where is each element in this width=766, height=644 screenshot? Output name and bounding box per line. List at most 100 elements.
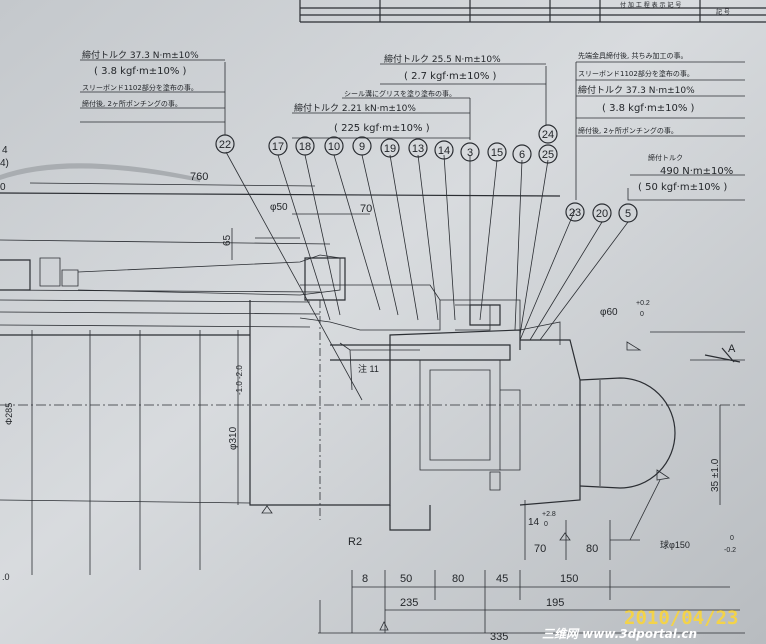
svg-text:締付トルク 25.5 N·m±10%: 締付トルク 25.5 N·m±10% <box>384 53 501 65</box>
title-block-text: 付 加 工 程 表 示 記 号 <box>620 1 681 9</box>
left-label-4: .0 <box>2 572 10 582</box>
balloon-19: 19 <box>380 138 400 158</box>
svg-text:19: 19 <box>384 143 396 155</box>
svg-text:( 3.8 kgf·m±10% ): ( 3.8 kgf·m±10% ) <box>602 103 695 114</box>
balloon-18: 18 <box>295 136 315 156</box>
dim-b45: 45 <box>496 573 508 585</box>
svg-text:10: 10 <box>328 141 340 153</box>
dim-80-low: 80 <box>586 543 598 555</box>
balloon-24: 24 <box>538 124 558 144</box>
note-item-5: 締付トルク 490 N·m±10% ( 50 kgf·m±10% ) <box>630 153 745 193</box>
note-item-19: シール溝にグリスを塗り塗布の事。 <box>342 89 470 99</box>
dim-b8: 8 <box>362 573 368 585</box>
dim-sphere-150: 球φ150 <box>660 539 690 550</box>
svg-text:締付トルク 37.3 N·m±10%: 締付トルク 37.3 N·m±10% <box>578 84 695 96</box>
left-label-0: 4 <box>2 145 8 156</box>
svg-text:22: 22 <box>219 139 231 151</box>
dim-b235: 235 <box>400 597 418 609</box>
svg-text:( 3.8 kgf·m±10% ): ( 3.8 kgf·m±10% ) <box>94 66 187 77</box>
note-item-22: 締付トルク 37.3 N·m±10% ( 3.8 kgf·m±10% ) スリー… <box>80 49 225 123</box>
svg-text:( 225 kgf·m±10% ): ( 225 kgf·m±10% ) <box>334 123 430 134</box>
svg-text:先端金具締付後, 共ちみ加工の事。: 先端金具締付後, 共ちみ加工の事。 <box>578 51 687 60</box>
svg-text:24: 24 <box>542 129 554 141</box>
dim-b335: 335 <box>490 631 508 643</box>
svg-text:スリーボンド1102部分を塗布の事。: スリーボンド1102部分を塗布の事。 <box>578 69 694 78</box>
note-item-23: 先端金具締付後, 共ちみ加工の事。 スリーボンド1102部分を塗布の事。 締付ト… <box>576 51 745 137</box>
svg-text:( 2.7 kgf·m±10% ): ( 2.7 kgf·m±10% ) <box>404 71 497 82</box>
dim-b150: 150 <box>560 573 578 585</box>
svg-text:490 N·m±10%: 490 N·m±10% <box>660 166 733 177</box>
dim-r2: R2 <box>348 536 362 548</box>
svg-text:17: 17 <box>272 141 284 153</box>
dim-phi310: φ310 <box>228 426 239 450</box>
svg-text:締付後, 2ヶ所ポンチングの事。: 締付後, 2ヶ所ポンチングの事。 <box>578 126 678 135</box>
balloon-23: 23 <box>565 202 585 222</box>
dim-phi60-tol: +0.2 <box>636 300 650 307</box>
dimension-lines <box>29 182 745 634</box>
title-block-mark: 記 号 <box>716 8 730 16</box>
dim-760: 760 <box>190 171 208 183</box>
svg-text:シール溝にグリスを塗り塗布の事。: シール溝にグリスを塗り塗布の事。 <box>344 89 456 98</box>
left-edge-labels: 4 4) 0 Φ285 .0 <box>0 145 14 582</box>
dim-sphere-150-tol: 0 <box>730 535 734 542</box>
dim-phi50: φ50 <box>270 202 288 213</box>
date-stamp: 2010/04/23 <box>624 607 738 629</box>
balloon-6: 6 <box>512 144 532 164</box>
svg-text:締付トルク 37.3 N·m±10%: 締付トルク 37.3 N·m±10% <box>82 49 199 61</box>
balloon-22: 22 <box>215 134 235 154</box>
svg-text:6: 6 <box>519 149 525 161</box>
svg-text:13: 13 <box>412 143 424 155</box>
balloon-13: 13 <box>408 138 428 158</box>
part-balloons: 22 17 18 10 9 19 13 14 3 15 6 25 24 23 2… <box>215 124 638 223</box>
svg-text:20: 20 <box>596 208 608 220</box>
note-item-15: 締付トルク 25.5 N·m±10% ( 2.7 kgf·m±10% ) <box>380 53 546 85</box>
dim-14-tol: +2.8 <box>542 511 556 518</box>
svg-text:締付後, 2ヶ所ポンチングの事。: 締付後, 2ヶ所ポンチングの事。 <box>82 99 182 108</box>
dim-b80: 80 <box>452 573 464 585</box>
dim-35: 35 ±1.0 <box>710 458 721 492</box>
balloon-3: 3 <box>460 142 480 162</box>
balloon-10: 10 <box>324 136 344 156</box>
dim-70-low: 70 <box>534 543 546 555</box>
dim-phi60: φ60 <box>600 307 618 318</box>
dim-70-top: 70 <box>360 203 372 215</box>
svg-text:5: 5 <box>625 208 631 220</box>
balloon-15: 15 <box>487 142 507 162</box>
dimension-labels: 760 φ50 70 65 φ60 +0.2 0 A φ310 -1.0 -2.… <box>190 171 736 643</box>
left-label-2: 0 <box>0 182 6 193</box>
note-item-13: 締付トルク 2.21 kN·m±10% ( 225 kgf·m±10% ) <box>292 102 470 139</box>
svg-text:締付トルク 2.21 kN·m±10%: 締付トルク 2.21 kN·m±10% <box>294 102 416 114</box>
dim-14-tol-low: 0 <box>544 521 548 528</box>
svg-text:締付トルク: 締付トルク <box>648 153 683 162</box>
dim-b50: 50 <box>400 573 412 585</box>
svg-text:14: 14 <box>438 145 450 157</box>
svg-text:9: 9 <box>359 141 365 153</box>
balloon-14: 14 <box>434 140 454 160</box>
balloon-5: 5 <box>618 203 638 223</box>
svg-text:スリーボンド1102部分を塗布の事。: スリーボンド1102部分を塗布の事。 <box>82 83 198 92</box>
svg-text:18: 18 <box>299 141 311 153</box>
dim-phi310-tol: -1.0 -2.0 <box>235 365 244 395</box>
note-11-label: 注 11 <box>358 363 379 374</box>
svg-text:3: 3 <box>467 147 473 159</box>
dim-b195: 195 <box>546 597 564 609</box>
balloon-17: 17 <box>268 136 288 156</box>
left-label-3: Φ285 <box>4 403 14 425</box>
title-block-table: 付 加 工 程 表 示 記 号 記 号 <box>299 0 766 23</box>
balloon-25: 25 <box>538 144 558 164</box>
dim-14: 14 <box>528 517 540 528</box>
svg-text:23: 23 <box>569 207 581 219</box>
balloon-9: 9 <box>352 136 372 156</box>
dim-sphere-150-tol-low: -0.2 <box>724 547 736 554</box>
svg-text:( 50 kgf·m±10% ): ( 50 kgf·m±10% ) <box>638 182 727 193</box>
left-label-1: 4) <box>0 158 9 169</box>
section-a-label: A <box>728 343 736 355</box>
balloon-20: 20 <box>592 203 612 223</box>
page-curl-shadow <box>0 163 200 182</box>
watermark-text: 三维网 www.3dportal.cn <box>542 627 697 641</box>
svg-text:15: 15 <box>491 147 503 159</box>
dim-65: 65 <box>222 234 233 246</box>
